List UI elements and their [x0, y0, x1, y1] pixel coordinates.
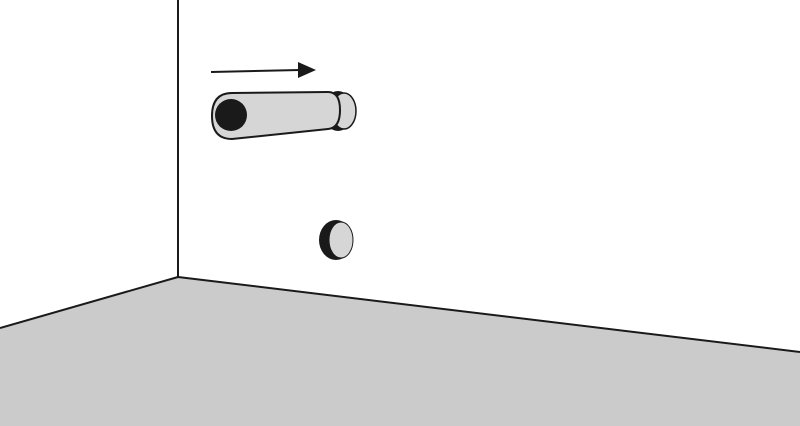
wall-hole	[319, 220, 354, 260]
dowel	[210, 90, 357, 141]
direction-arrow	[210, 62, 316, 78]
dowel-end-hole	[215, 99, 247, 131]
floor-right-edge	[177, 276, 800, 353]
dowel-body	[210, 90, 342, 141]
floor-left-edge	[0, 276, 179, 329]
floor	[0, 277, 800, 426]
